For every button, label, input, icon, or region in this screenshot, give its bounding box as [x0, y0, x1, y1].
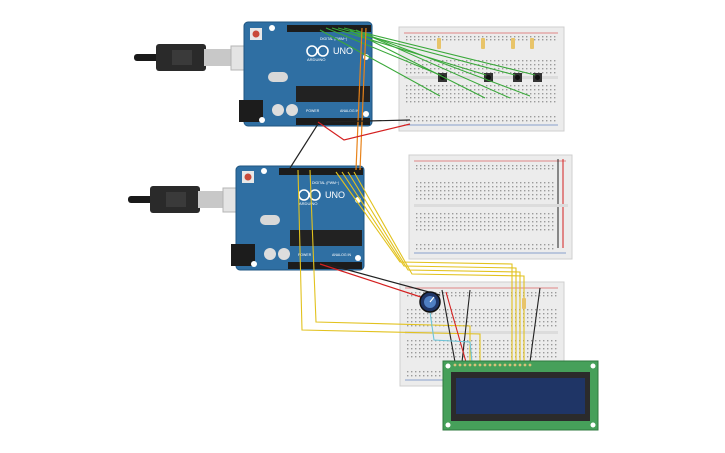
arduino-board-bottom[interactable]: ARDUINO UNO DIGITAL (PWM~) POWER ANALOG … [231, 165, 365, 271]
breadboard-holes [416, 165, 554, 250]
resistor-icon [522, 298, 526, 309]
wires-orange[interactable] [355, 27, 367, 171]
digital-header-label: DIGITAL (PWM~) [312, 181, 339, 185]
reset-button[interactable] [244, 173, 252, 181]
arduino-logo-top [306, 45, 329, 57]
analog-header-label: ANALOG IN [340, 109, 360, 113]
wires-green[interactable] [319, 27, 536, 99]
usb-plug-icon [172, 50, 192, 65]
potentiometer-knob-icon [419, 291, 441, 313]
resistors-top[interactable] [437, 38, 534, 49]
resistor-lcd[interactable] [522, 298, 526, 309]
wires-power[interactable] [289, 119, 441, 301]
resistor-icon [437, 38, 534, 49]
arduino-model-text: UNO [333, 46, 353, 56]
usb-plug-icon [166, 192, 186, 207]
lcd-screen [456, 378, 585, 414]
wires-bottom-board[interactable] [429, 287, 541, 363]
analog-header-label: ANALOG IN [332, 253, 352, 257]
lcd-pins [453, 363, 532, 367]
reset-button[interactable] [252, 30, 260, 38]
arduino-logo-text: ARDUINO [299, 201, 317, 206]
power-header-label: POWER [306, 109, 320, 113]
arduino-board-top[interactable]: ARDUINO UNO DIGITAL (PWM~) POWER ANALOG … [239, 21, 373, 127]
digital-header [279, 168, 363, 175]
breadboard-middle[interactable] [408, 154, 573, 260]
potentiometer[interactable] [419, 291, 441, 313]
arduino-model-text: UNO [325, 190, 345, 200]
arduino-logo-text: ARDUINO [307, 57, 325, 62]
digital-header-label: DIGITAL (PWM~) [320, 37, 347, 41]
power-header-label: POWER [298, 253, 312, 257]
digital-header [287, 25, 371, 32]
lcd-display[interactable] [442, 360, 599, 431]
